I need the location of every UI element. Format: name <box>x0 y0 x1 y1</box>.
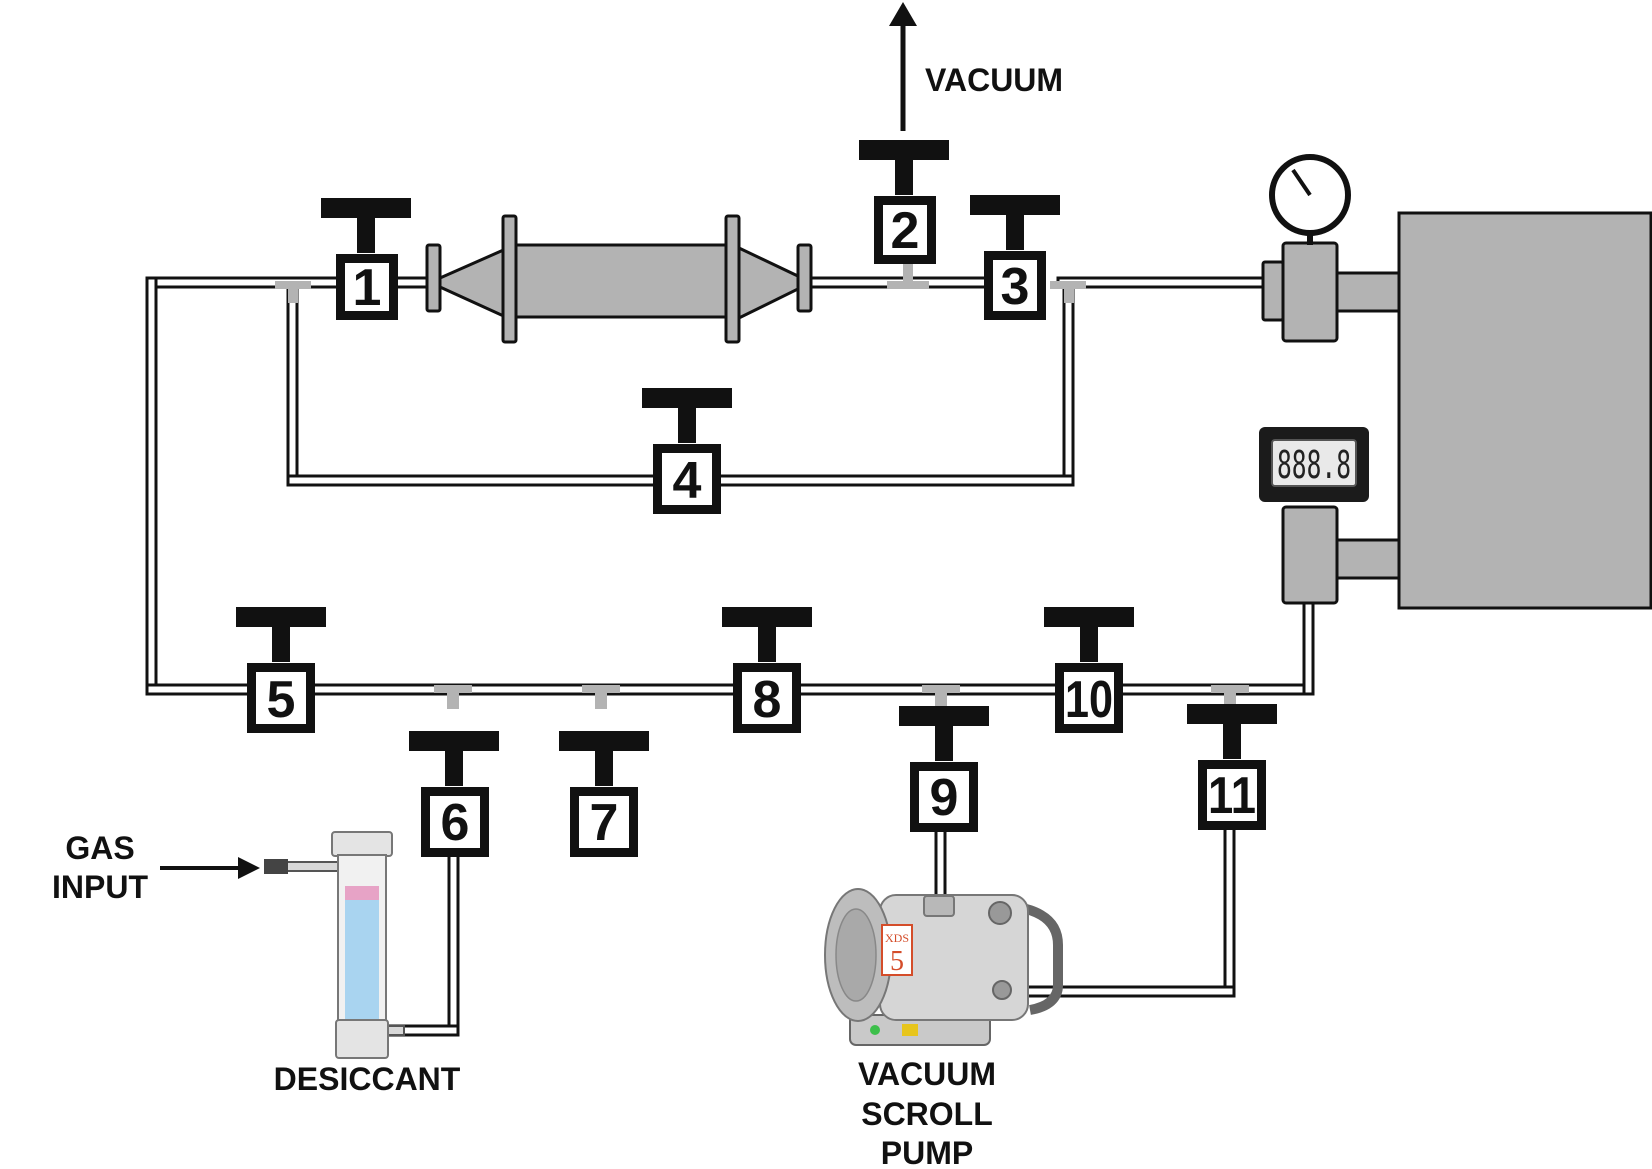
valve-3-label: 3 <box>1001 258 1030 316</box>
tee-7 <box>582 685 620 693</box>
pressure-gauge <box>1269 154 1351 245</box>
vessel-box <box>1397 211 1652 610</box>
pipe-valve6-down <box>447 843 460 1037</box>
valve-6[interactable]: 6 <box>409 731 499 857</box>
pump-label-line2: SCROLL <box>861 1096 993 1132</box>
valve-9[interactable]: 9 <box>899 706 989 832</box>
valve-5[interactable]: 5 <box>236 607 326 733</box>
digital-display: 888.8 <box>1259 427 1369 502</box>
pump-number-label: 5 <box>890 946 904 977</box>
tee-2 <box>887 281 929 289</box>
pipe-left-vertical <box>145 276 158 696</box>
pipe-valve9-pump <box>934 824 947 898</box>
tee-9 <box>922 685 960 693</box>
pump-label-line3: PUMP <box>881 1135 973 1169</box>
valve-4-label: 4 <box>673 452 702 510</box>
pipe-valve11-down <box>1223 824 1236 998</box>
pipe-right-riser <box>1302 598 1315 696</box>
valve-11[interactable]: 11 <box>1187 704 1277 830</box>
pipe-top-right <box>1056 276 1270 289</box>
valve-10[interactable]: 10 <box>1044 607 1134 733</box>
pipe-bypass-right <box>1062 284 1075 487</box>
valve-5-label: 5 <box>267 671 296 729</box>
tee-11 <box>1211 685 1249 693</box>
tee-3-right <box>1050 281 1086 289</box>
valve-8[interactable]: 8 <box>722 607 812 733</box>
valve-7-label: 7 <box>590 794 619 852</box>
gas-input-label-line1: GAS <box>65 830 134 866</box>
valve-7[interactable]: 7 <box>559 731 649 857</box>
desiccant-label: DESICCANT <box>274 1061 461 1097</box>
valve-2[interactable]: 2 <box>859 140 949 264</box>
tee-fittings <box>275 264 1249 709</box>
pump-label-line1: VACUUM <box>858 1056 996 1092</box>
valve-2-label: 2 <box>891 202 920 260</box>
gas-input-label-line2: INPUT <box>52 869 148 905</box>
tee-6 <box>434 685 472 693</box>
tee-1-left <box>275 281 311 289</box>
pipe-bottom-main <box>145 683 1315 696</box>
desiccant-column <box>264 831 405 1059</box>
pipe-valve11-pump <box>998 985 1236 998</box>
lower-cross-fitting <box>1281 505 1403 605</box>
vacuum-scroll-pump: XDS 5 <box>824 888 1063 1046</box>
valve-9-label: 9 <box>930 769 959 827</box>
valve-11-label: 11 <box>1208 767 1256 825</box>
valve-6-label: 6 <box>441 794 470 852</box>
vacuum-out-arrow <box>889 2 917 131</box>
pump-model-label: XDS <box>885 931 909 945</box>
display-reading: 888.8 <box>1277 443 1351 487</box>
gas-input-arrow <box>160 857 260 879</box>
valve-10-label: 10 <box>1065 671 1113 729</box>
pipe-bypass-left <box>286 284 299 487</box>
valve-4[interactable]: 4 <box>642 388 732 514</box>
valve-8-label: 8 <box>753 671 782 729</box>
valve-1-label: 1 <box>353 259 382 317</box>
chamber-column <box>425 214 813 344</box>
valve-3[interactable]: 3 <box>970 195 1060 320</box>
vacuum-output-label: VACUUM <box>925 62 1063 98</box>
upper-cross-fitting <box>1261 241 1403 343</box>
valve-1[interactable]: 1 <box>321 198 411 320</box>
